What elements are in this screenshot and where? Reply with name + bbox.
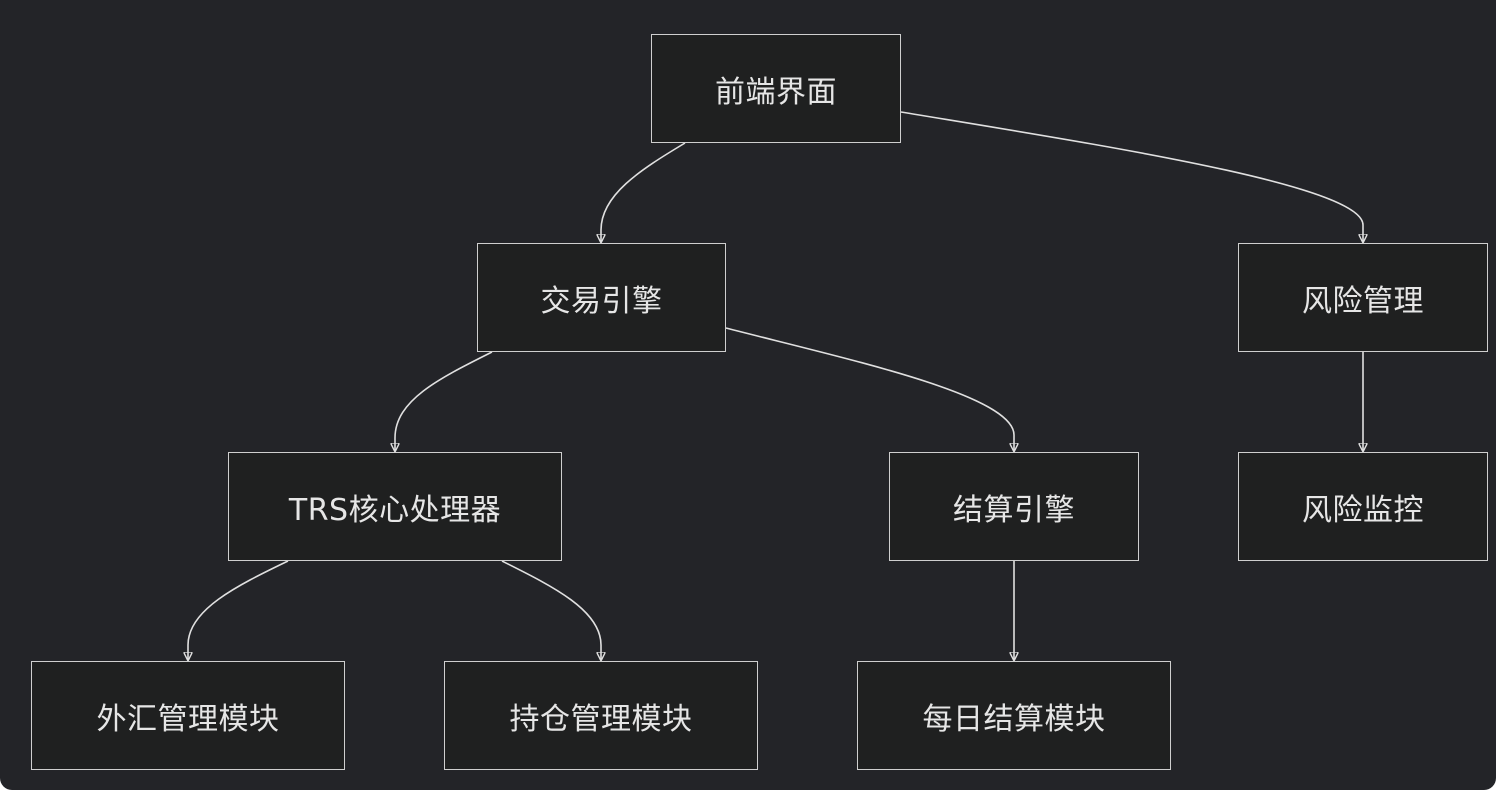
- node-settlement-engine[interactable]: 结算引擎: [889, 452, 1139, 561]
- node-position-module[interactable]: 持仓管理模块: [444, 661, 758, 770]
- edge-trading-settlement: [725, 327, 1014, 451]
- node-daily-settlement-module[interactable]: 每日结算模块: [857, 661, 1171, 770]
- node-fx-module[interactable]: 外汇管理模块: [31, 661, 345, 770]
- node-risk-management[interactable]: 风险管理: [1238, 243, 1488, 352]
- edge-frontend-risk: [900, 111, 1363, 242]
- edge-frontend-trading: [601, 142, 686, 242]
- node-trading-engine[interactable]: 交易引擎: [477, 243, 726, 352]
- node-frontend[interactable]: 前端界面: [651, 34, 901, 143]
- edge-trading-trs: [395, 351, 493, 451]
- edge-trs-fx: [188, 560, 289, 660]
- node-trs-core[interactable]: TRS核心处理器: [228, 452, 562, 561]
- edge-trs-position: [501, 560, 601, 660]
- node-risk-monitoring[interactable]: 风险监控: [1238, 452, 1488, 561]
